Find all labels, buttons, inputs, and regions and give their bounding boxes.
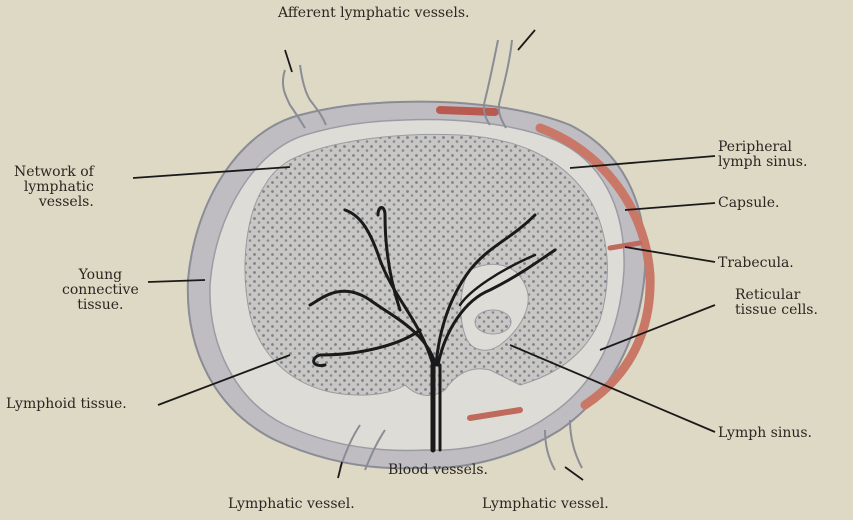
label-peripheral-lymph-sinus: Peripheral lymph sinus. (718, 140, 807, 170)
label-reticular-tissue-cells: Reticular tissue cells. (735, 288, 818, 318)
capsule-top-segment (440, 110, 495, 112)
label-line: Network of (14, 165, 94, 180)
label-afferent-lymphatic-vessels: Afferent lymphatic vessels. (278, 6, 470, 21)
label-lymphatic-vessel-left: Lymphatic vessel. (228, 497, 355, 512)
label-capsule: Capsule. (718, 196, 779, 211)
lymphoid-nodule (475, 310, 511, 334)
label-trabecula: Trabecula. (718, 256, 794, 271)
label-lymphatic-vessel-right: Lymphatic vessel. (482, 497, 609, 512)
label-line: tissue. (62, 298, 139, 313)
label-lymph-sinus: Lymph sinus. (718, 426, 812, 441)
label-line: lymph sinus. (718, 155, 807, 170)
label-line: vessels. (14, 195, 94, 210)
label-line: tissue cells. (735, 303, 818, 318)
label-blood-vessels: Blood vessels. (388, 463, 488, 478)
label-line: Peripheral (718, 140, 807, 155)
label-line: Reticular (735, 288, 818, 303)
label-network-of-lymphatic-vessels: Network of lymphatic vessels. (14, 165, 94, 210)
label-young-connective-tissue: Young connective tissue. (62, 268, 139, 313)
label-line: Young (62, 268, 139, 283)
lymphoid-tissue-mass (245, 134, 607, 395)
label-line: connective (62, 283, 139, 298)
label-line: lymphatic (14, 180, 94, 195)
label-lymphoid-tissue: Lymphoid tissue. (6, 397, 127, 412)
